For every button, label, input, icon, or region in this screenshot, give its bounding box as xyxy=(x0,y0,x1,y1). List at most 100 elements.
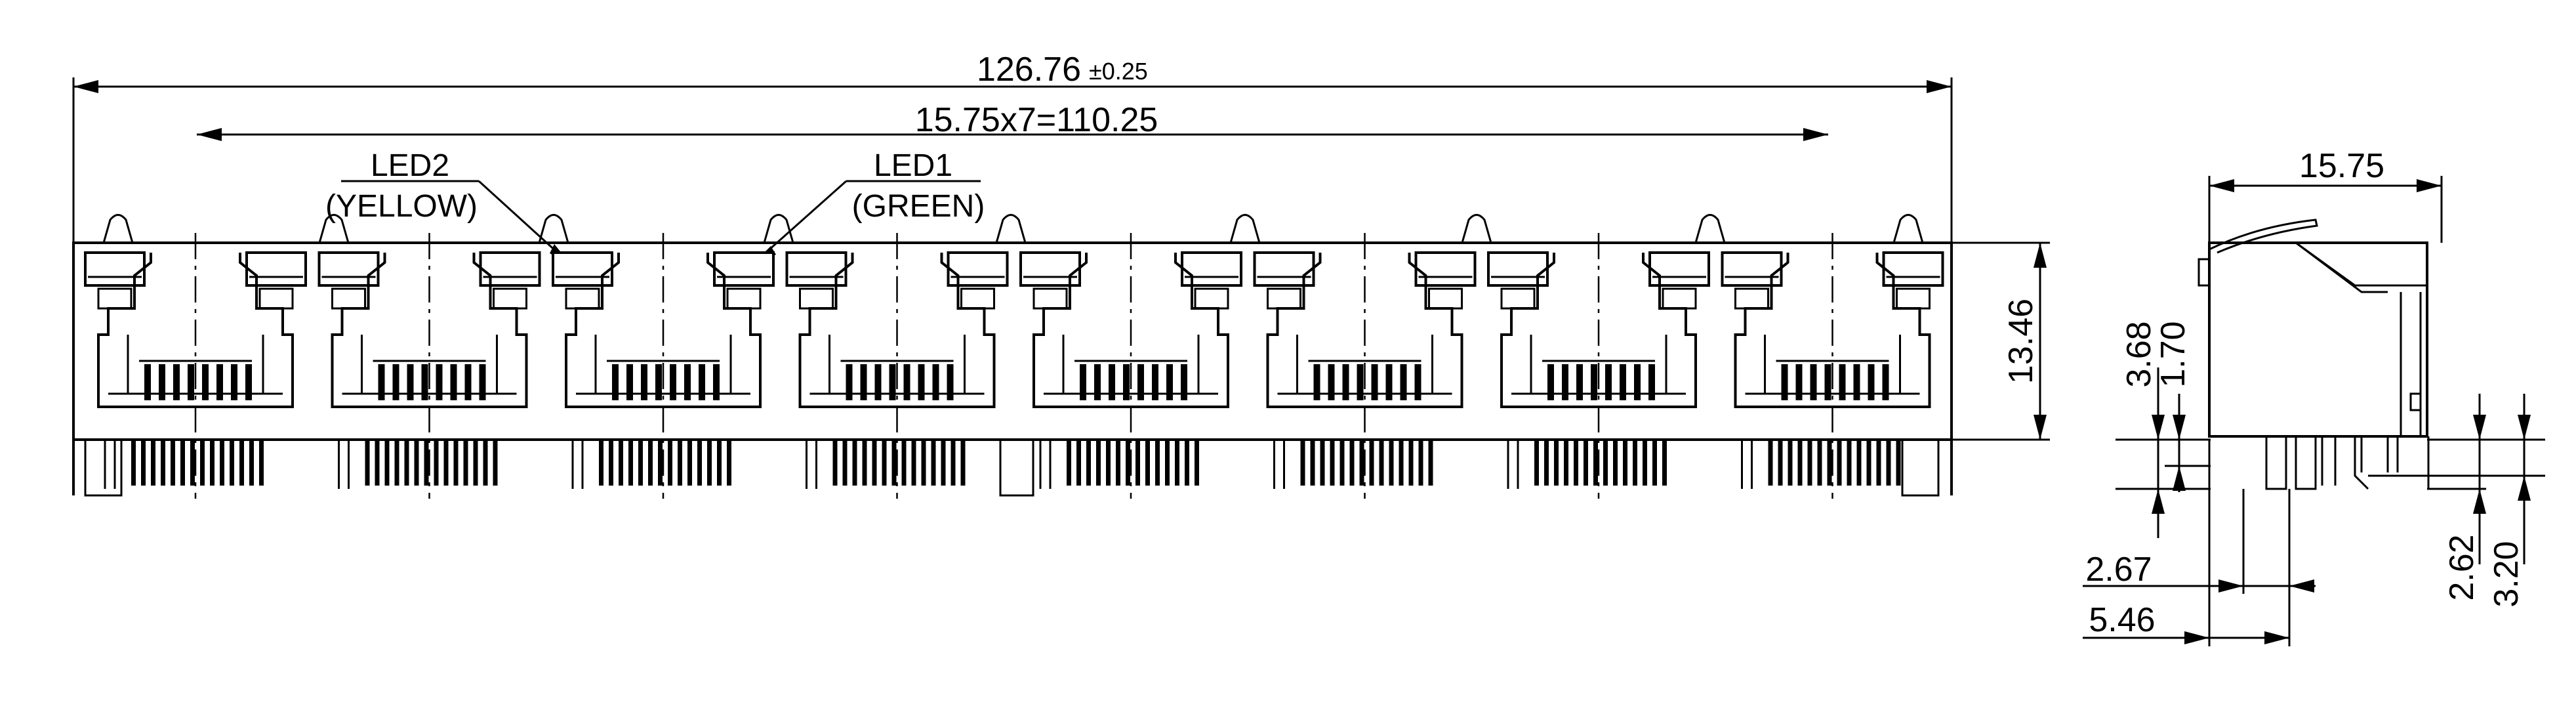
contact-pin xyxy=(202,364,209,400)
contact-pin xyxy=(860,364,867,400)
housing xyxy=(72,214,1953,497)
pcb-tail-pin xyxy=(259,440,264,486)
pcb-tail-pin xyxy=(1876,440,1881,486)
pcb-tail-pin xyxy=(473,440,478,486)
contact-pin xyxy=(874,364,882,400)
pcb-tail-pin xyxy=(200,440,205,486)
rj45-port xyxy=(317,233,541,499)
contact-pin xyxy=(1094,364,1101,400)
side-width-value: 15.75 xyxy=(2299,147,2384,185)
contact-pin xyxy=(407,364,414,400)
pcb-tail-pin xyxy=(453,440,459,486)
pcb-tail-pin xyxy=(463,440,468,486)
pcb-tail-pin xyxy=(424,440,429,486)
pcb-tail-pin xyxy=(1554,440,1559,486)
pcb-tail-pin xyxy=(239,440,244,486)
led-base-left xyxy=(1500,287,1536,310)
overall-width-tolerance: ±0.25 xyxy=(1089,58,1148,85)
pcb-tail-pin xyxy=(1339,440,1345,486)
pcb-tail-pin xyxy=(832,440,838,486)
pcb-tail-pin xyxy=(210,440,215,486)
contact-pin xyxy=(1342,364,1349,400)
pcb-tail-pin xyxy=(1195,440,1199,486)
contact-pin xyxy=(1137,364,1144,400)
pcb-tail-pin xyxy=(1574,440,1578,486)
jack-wall xyxy=(1296,335,1433,394)
height-dimension: 13.46 xyxy=(1952,241,2050,441)
pcb-tail-pin xyxy=(1896,440,1901,486)
rj45-port xyxy=(1721,233,1944,499)
contact-pin xyxy=(1648,364,1655,400)
side-bottom-dimensions: 2.67 5.46 xyxy=(2083,440,2316,646)
pcb-tail-pin xyxy=(609,440,613,486)
pcb-tail-pin xyxy=(384,440,390,486)
jack-wall xyxy=(1062,335,1200,394)
side-h2-value: 1.70 xyxy=(2154,321,2192,387)
contact-pin xyxy=(378,364,385,400)
jack-wall xyxy=(127,335,264,394)
led-base-left xyxy=(799,287,834,310)
contact-pin xyxy=(1152,364,1158,400)
contact-pin xyxy=(1313,364,1320,400)
contact-pin xyxy=(1547,364,1554,400)
port-array xyxy=(84,233,1944,499)
pcb-tail-pin xyxy=(638,440,643,486)
contact-pin xyxy=(1853,364,1860,400)
pcb-tail-pin xyxy=(434,440,439,486)
pcb-tail-pin xyxy=(1643,440,1647,486)
pcb-tail-pin xyxy=(599,440,603,486)
contact-pin xyxy=(1781,364,1788,400)
led-base-right xyxy=(960,287,995,310)
pcb-tail-pin xyxy=(1856,440,1862,486)
pcb-tail-pin xyxy=(1076,440,1081,486)
pcb-tail-pin xyxy=(1788,440,1793,486)
contact-pin xyxy=(1123,364,1130,400)
side-right-dimensions: 2.62 3.20 xyxy=(2368,394,2545,608)
pcb-tail-pin xyxy=(1349,440,1355,486)
led-base-right xyxy=(1194,287,1229,310)
pcb-tail-pin xyxy=(1135,440,1140,486)
contact-pin xyxy=(231,364,237,400)
pcb-tail-pin xyxy=(1593,440,1598,486)
contact-pin xyxy=(612,364,619,400)
contact-pin xyxy=(1357,364,1364,400)
led-base-right xyxy=(1662,287,1697,310)
contact-pin xyxy=(245,364,252,400)
contact-pin xyxy=(1414,364,1421,400)
contact-pin xyxy=(1371,364,1378,400)
jack-wall xyxy=(594,335,732,394)
led-base-left xyxy=(565,287,600,310)
led2-color-label: (YELLOW) xyxy=(325,189,478,224)
pcb-tail-pin xyxy=(921,440,926,486)
led-base-right xyxy=(493,287,527,310)
pcb-tail-pin xyxy=(190,440,195,486)
contact-pin xyxy=(1882,364,1889,400)
pcb-tail-pin xyxy=(1866,440,1871,486)
contact-pin xyxy=(626,364,633,400)
pcb-tail-pin xyxy=(901,440,907,486)
pcb-tail-pin xyxy=(230,440,234,486)
pcb-tail-pin xyxy=(1534,440,1539,486)
pcb-tail-pin xyxy=(141,440,146,486)
pcb-tail-pin xyxy=(1768,440,1773,486)
pcb-tail-pin xyxy=(394,440,399,486)
contact-pin xyxy=(479,364,486,400)
pcb-tail-pin xyxy=(1797,440,1803,486)
pcb-tail-pin xyxy=(1145,440,1150,486)
contact-pin xyxy=(450,364,457,400)
contact-pin xyxy=(713,364,720,400)
pcb-tail-pin xyxy=(1067,440,1071,486)
pcb-tail-pin xyxy=(1428,440,1433,486)
led-base-right xyxy=(1428,287,1463,310)
led-base-left xyxy=(97,287,133,310)
led2-label: LED2 xyxy=(371,148,449,183)
contact-pin xyxy=(1591,364,1597,400)
pcb-tail-pin xyxy=(1544,440,1549,486)
pcb-tail-pin xyxy=(960,440,966,486)
contact-pin xyxy=(947,364,954,400)
rj45-port xyxy=(84,233,307,499)
pcb-tail-pin xyxy=(1310,440,1315,486)
contact-pin xyxy=(1109,364,1115,400)
rj45-port xyxy=(1487,233,1710,499)
